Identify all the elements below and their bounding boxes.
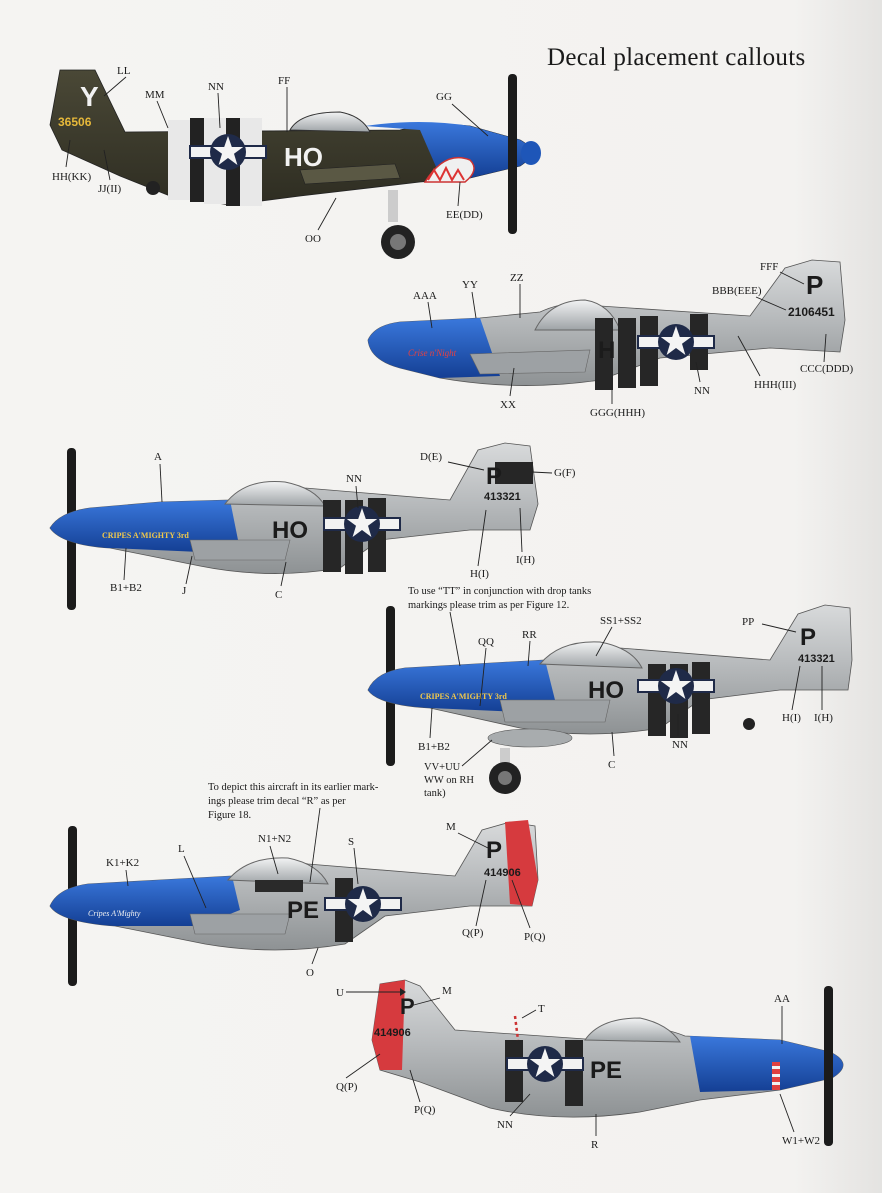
- callout-label: I(H): [814, 712, 833, 724]
- callout-label: YY: [462, 279, 478, 291]
- callout-label: MM: [145, 89, 165, 101]
- callout-label: JJ(II): [98, 183, 122, 195]
- callout-label: Q(P): [462, 927, 484, 939]
- callout-label: I(H): [516, 554, 535, 566]
- callout-label: PP: [742, 616, 754, 628]
- note-r-line1: To depict this aircraft in its earlier m…: [208, 782, 379, 793]
- callout-label: BBB(EEE): [712, 285, 762, 297]
- callout-label: NN: [346, 473, 362, 485]
- ac2-nose-art: Crise n'Night: [408, 348, 457, 358]
- callout-label: P(Q): [524, 931, 546, 943]
- ac6-serial: 414906: [374, 1027, 411, 1039]
- note-r-line2: ings please trim decal “R” as per: [208, 796, 346, 807]
- callout-label: H(I): [782, 712, 801, 724]
- ac1-serial: 36506: [58, 115, 92, 129]
- callout-label: P(Q): [414, 1104, 436, 1116]
- callout-label: AAA: [413, 290, 437, 302]
- aircraft-1-profile: Y 36506 HO: [49, 69, 541, 259]
- ac5-serial: 414906: [484, 867, 521, 879]
- ac2-tail-letter: P: [806, 270, 823, 300]
- callout-label: FFF: [760, 261, 778, 273]
- callout-label: M: [442, 985, 452, 997]
- callout-label: RR: [522, 629, 537, 641]
- callout-label: L: [178, 843, 185, 855]
- note-tt-line2: markings please trim as per Figure 12.: [408, 600, 569, 611]
- note-r-line3: Figure 18.: [208, 810, 251, 821]
- aircraft-2-profile: H P 2106451 Crise n'Night: [367, 259, 846, 390]
- callout-label: N1+N2: [258, 833, 291, 845]
- ac4-serial: 413321: [798, 653, 835, 665]
- ac3-tail-letter: P: [486, 463, 502, 490]
- callout-label: NN: [694, 385, 710, 397]
- callout-label: R: [591, 1139, 599, 1151]
- callout-label: J: [182, 585, 187, 597]
- callout-label: D(E): [420, 451, 442, 463]
- note-tt-line1: To use “TT” in conjunction with drop tan…: [408, 586, 591, 597]
- callout-label: LL: [117, 65, 131, 77]
- callout-label: FF: [278, 75, 290, 87]
- callout-label: NN: [497, 1119, 513, 1131]
- callout-label: SS1+SS2: [600, 615, 642, 627]
- page-title: Decal placement callouts: [547, 44, 806, 71]
- ac2-code: H: [598, 337, 615, 364]
- callout-label: K1+K2: [106, 857, 139, 869]
- callout-label: C: [275, 589, 282, 601]
- ac3-nose-art: CRIPES A'MIGHTY 3rd: [102, 531, 189, 540]
- callout-label: G(F): [554, 467, 576, 479]
- ac1-code: HO: [284, 142, 323, 172]
- ac3-code: HO: [272, 517, 308, 544]
- callout-label: AA: [774, 993, 790, 1005]
- callout-label: NN: [672, 739, 688, 751]
- callout-label: GG: [436, 91, 452, 103]
- ac5-tail-letter: P: [486, 837, 502, 864]
- callout-label: H(I): [470, 568, 489, 580]
- callout-label: XX: [500, 399, 516, 411]
- ac5-code: PE: [287, 897, 319, 924]
- note-vv-line3: tank): [424, 788, 446, 799]
- callout-label: OO: [305, 233, 321, 245]
- callout-label: C: [608, 759, 615, 771]
- ac1-tail-letter: Y: [80, 81, 99, 112]
- ac6-code: PE: [590, 1057, 622, 1084]
- callout-label: W1+W2: [782, 1135, 820, 1147]
- callout-label: U: [336, 987, 344, 999]
- callout-label: A: [154, 451, 162, 463]
- ac4-tail-letter: P: [800, 624, 816, 651]
- ac2-serial: 2106451: [788, 305, 835, 319]
- aircraft-4-profile: HO P 413321 CRIPES A'MIGHTY 3rd: [367, 604, 853, 794]
- callout-label: Q(P): [336, 1081, 358, 1093]
- callout-label: B1+B2: [110, 582, 142, 594]
- callout-label: QQ: [478, 636, 494, 648]
- callout-label: T: [538, 1003, 545, 1015]
- callout-label: HH(KK): [52, 171, 91, 183]
- callout-label: ZZ: [510, 272, 524, 284]
- note-vv-line2: WW on RH: [424, 775, 474, 786]
- ac5-nose-art: Cripes A'Mighty: [88, 909, 141, 918]
- aircraft-3-profile: HO P 413321 CRIPES A'MIGHTY 3rd: [49, 442, 539, 610]
- callouts: LL MM NN FF GG HH(KK) JJ(II) OO EE(DD) F…: [52, 65, 854, 1151]
- aircraft-6-profile: PE P 414906: [371, 979, 844, 1146]
- callout-label: NN: [208, 81, 224, 93]
- ac3-serial: 413321: [484, 491, 521, 503]
- callout-label: CCC(DDD): [800, 363, 854, 375]
- callout-label: EE(DD): [446, 209, 483, 221]
- callout-label: M: [446, 821, 456, 833]
- ac6-tail-letter: P: [400, 994, 415, 1019]
- callout-label: GGG(HHH): [590, 407, 645, 419]
- aircraft-5-profile: PE P 414906 Cripes A'Mighty: [49, 820, 539, 986]
- callout-label: O: [306, 967, 314, 979]
- callout-label: S: [348, 836, 354, 848]
- callout-label: B1+B2: [418, 741, 450, 753]
- note-vv-line1: VV+UU: [424, 762, 461, 773]
- callout-label: HHH(III): [754, 379, 796, 391]
- ac4-code: HO: [588, 677, 624, 704]
- ac4-nose-art: CRIPES A'MIGHTY 3rd: [420, 692, 507, 701]
